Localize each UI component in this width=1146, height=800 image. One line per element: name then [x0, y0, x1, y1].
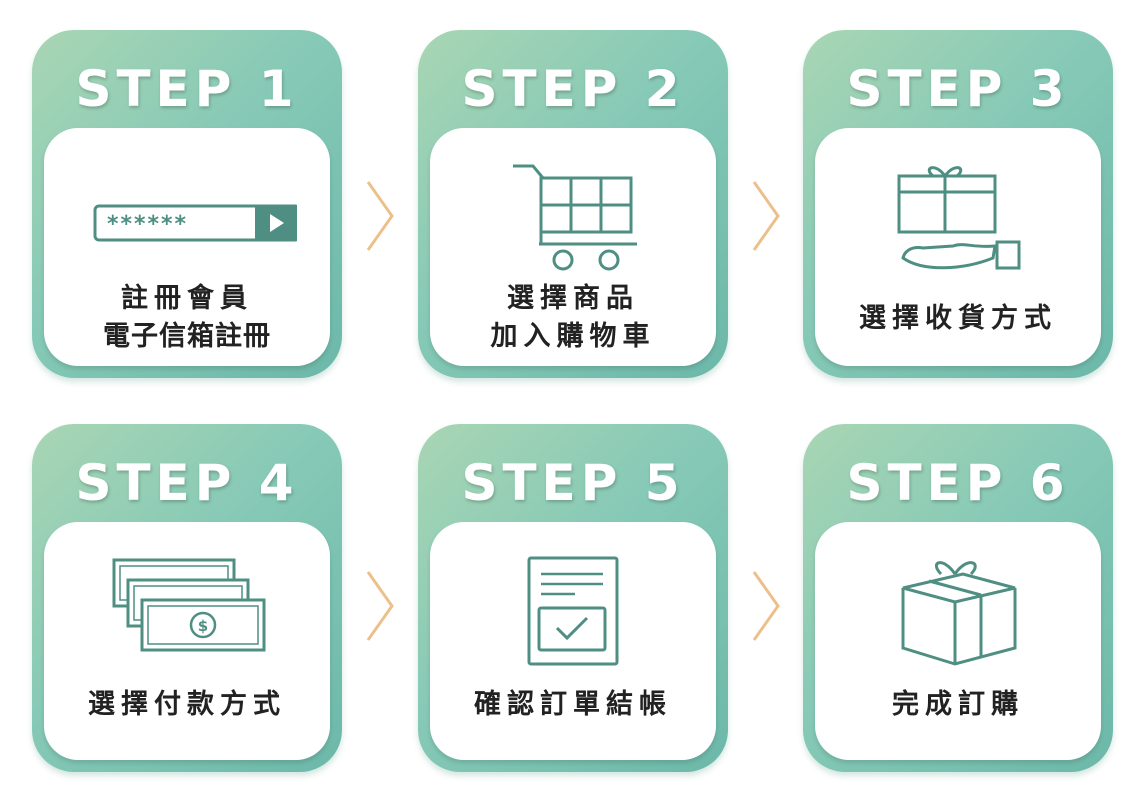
step-2-card: STEP 2 選擇商品 加入購物車: [418, 30, 728, 378]
step-1-label-line-1: 註冊會員: [121, 283, 253, 314]
step-1-title: STEP 1: [75, 60, 299, 118]
step-2-label: 選擇商品 加入購物車: [430, 280, 716, 356]
password-mask: ******: [107, 212, 188, 237]
step-4-panel: $ 選擇付款方式: [44, 522, 330, 760]
chevron-right-icon: [366, 181, 394, 251]
chevron-right-icon: [752, 181, 780, 251]
step-6-title: STEP 6: [846, 454, 1070, 512]
step-5-label-line-1: 確認訂單結帳: [474, 689, 672, 720]
step-5-label: 確認訂單結帳: [430, 686, 716, 724]
step-3-panel: 選擇收貨方式: [815, 128, 1101, 366]
step-5-title: STEP 5: [461, 454, 685, 512]
gift-in-hand-icon: [815, 158, 1101, 278]
step-6-card: STEP 6 完成訂購: [803, 424, 1113, 772]
step-2-panel: 選擇商品 加入購物車: [430, 128, 716, 366]
step-5-card: STEP 5 確認訂單結帳: [418, 424, 728, 772]
step-1-card: STEP 1 ****** 註冊會員 電子信箱註冊: [32, 30, 342, 378]
password-input-icon: ******: [44, 158, 330, 278]
step-6-panel: 完成訂購: [815, 522, 1101, 760]
checklist-document-icon: [430, 552, 716, 672]
step-1-label: 註冊會員 電子信箱註冊: [44, 280, 330, 356]
step-5-panel: 確認訂單結帳: [430, 522, 716, 760]
step-6-label: 完成訂購: [815, 686, 1101, 724]
chevron-right-icon: [752, 571, 780, 641]
shopping-cart-icon: [430, 158, 716, 278]
step-3-label-line-1: 選擇收貨方式: [859, 303, 1057, 334]
step-3-card: STEP 3 選擇收貨方式: [803, 30, 1113, 378]
gift-box-icon: [815, 552, 1101, 672]
cash-bills-icon: $: [44, 552, 330, 672]
step-4-label: 選擇付款方式: [44, 686, 330, 724]
chevron-right-icon: [366, 571, 394, 641]
step-2-label-line-2: 加入購物車: [490, 321, 656, 352]
step-4-card: STEP 4 $ 選擇付款方式: [32, 424, 342, 772]
step-1-panel: ****** 註冊會員 電子信箱註冊: [44, 128, 330, 366]
step-2-label-line-1: 選擇商品: [507, 283, 639, 314]
step-2-title: STEP 2: [461, 60, 685, 118]
step-4-title: STEP 4: [75, 454, 299, 512]
step-3-label: 選擇收貨方式: [815, 300, 1101, 338]
step-3-title: STEP 3: [846, 60, 1070, 118]
step-6-label-line-1: 完成訂購: [892, 689, 1024, 720]
step-1-label-line-2: 電子信箱註冊: [103, 321, 271, 352]
step-4-label-line-1: 選擇付款方式: [88, 689, 286, 720]
svg-text:$: $: [198, 617, 208, 635]
